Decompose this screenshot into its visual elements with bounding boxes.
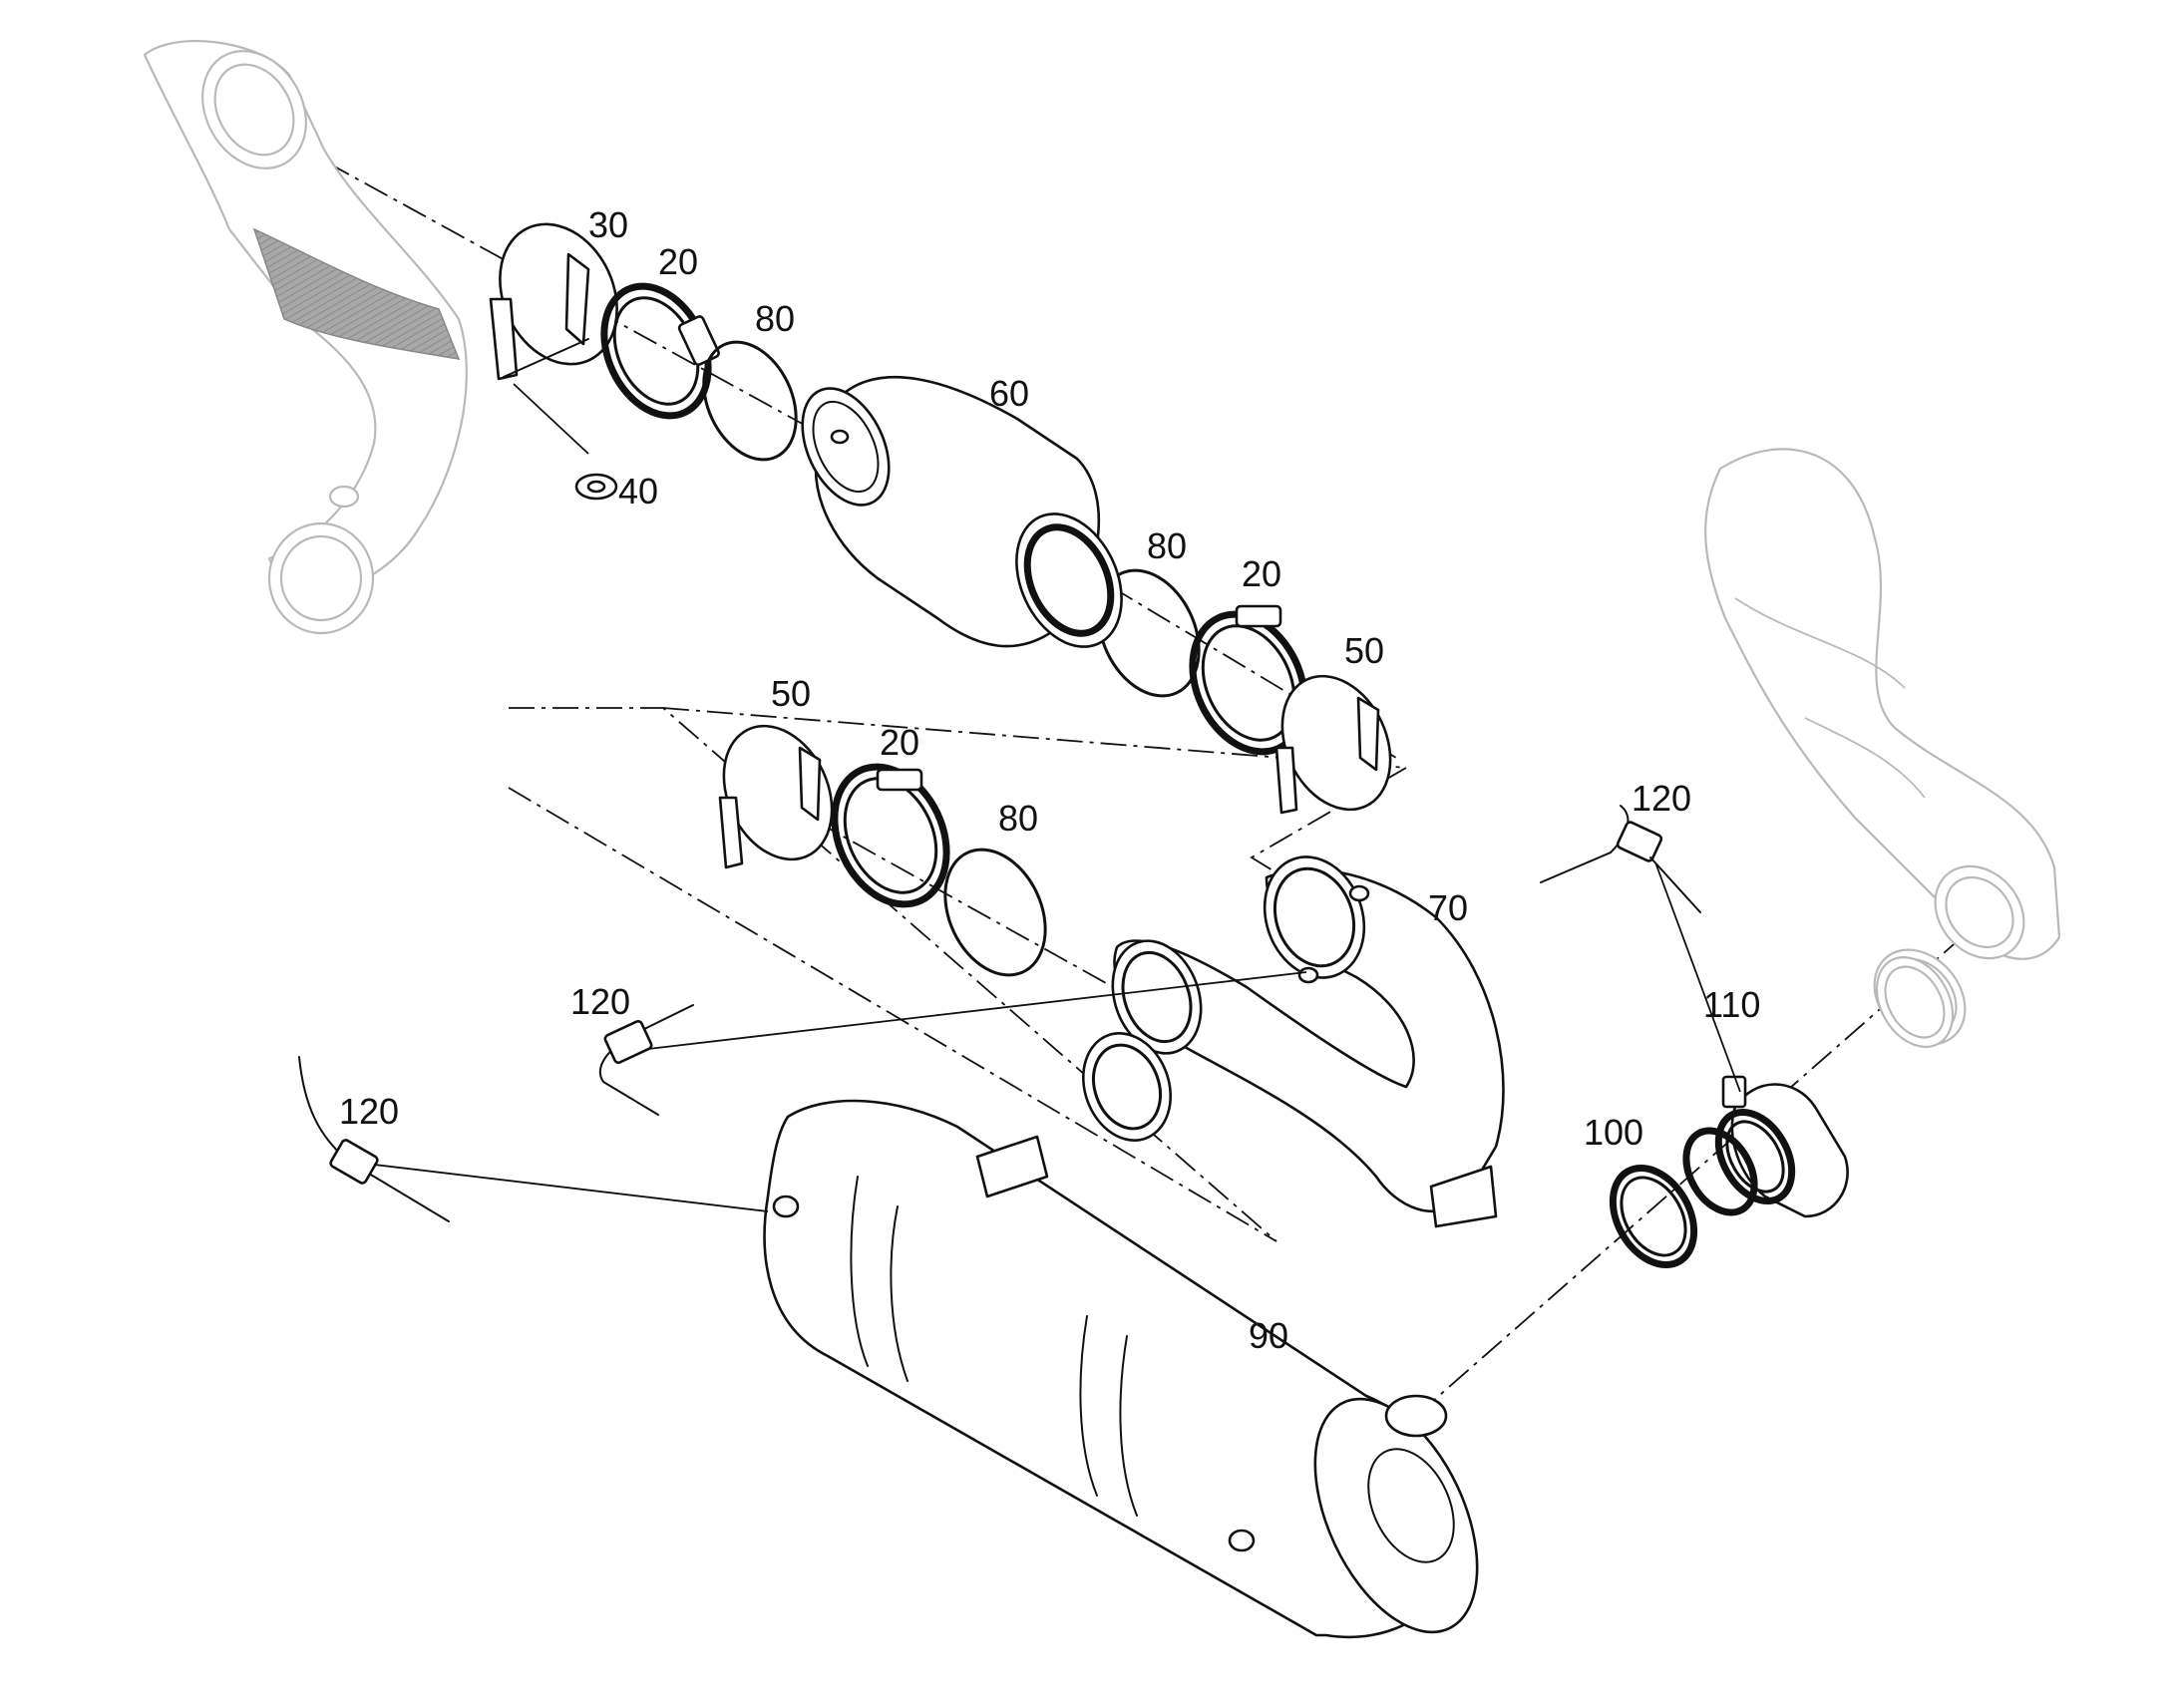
part-50-bracket-left: [718, 724, 834, 869]
part-110-adapter: [1682, 1075, 1849, 1218]
label-30: 30: [588, 204, 628, 245]
label-90: 90: [1249, 1315, 1288, 1356]
part-80-gasket-lower: [943, 848, 1047, 977]
label-120-left: 120: [339, 1091, 399, 1132]
label-120-middle: 120: [570, 981, 630, 1022]
part-120-sensor-right: [1540, 805, 1741, 1093]
part-90-silencer: [763, 1032, 1479, 1639]
label-80-middle: 80: [1147, 525, 1187, 566]
part-70-elbow-pipe: [1111, 855, 1505, 1228]
label-50-right: 50: [1344, 630, 1384, 671]
label-110: 110: [1703, 984, 1760, 1025]
part-80-gasket-middle: [1097, 568, 1201, 698]
part-20-vband-clamp-lower: [831, 763, 950, 908]
label-100: 100: [1584, 1112, 1643, 1153]
callout-labels: 30 20 80 40 60 80 20 50 50 20 80 70 120 …: [339, 204, 1760, 1356]
part-50-bracket-right: [1274, 674, 1392, 815]
part-40-nut: [574, 473, 618, 501]
label-20-upper: 20: [658, 241, 698, 282]
part-30-pipe-bracket: [489, 222, 618, 455]
label-80-upper: 80: [755, 298, 795, 339]
part-60-catalyst: [801, 375, 1123, 648]
inlet-pipe-ghost: [143, 40, 468, 635]
label-60: 60: [989, 373, 1029, 414]
part-80-gasket-upper: [702, 340, 798, 462]
flex-hose: [252, 227, 461, 360]
label-50-left: 50: [771, 673, 811, 714]
label-20-lower: 20: [880, 722, 919, 763]
label-20-middle: 20: [1242, 553, 1281, 594]
part-120-sensor-middle: [598, 971, 1307, 1116]
part-120-sensor-left: [298, 1056, 769, 1222]
label-70: 70: [1428, 887, 1468, 928]
part-100-clamp: [1609, 1165, 1698, 1268]
label-40: 40: [618, 471, 658, 512]
label-80-lower: 80: [998, 798, 1038, 839]
label-120-right: 120: [1632, 778, 1691, 819]
clamp-ghost: [1875, 955, 1955, 1049]
